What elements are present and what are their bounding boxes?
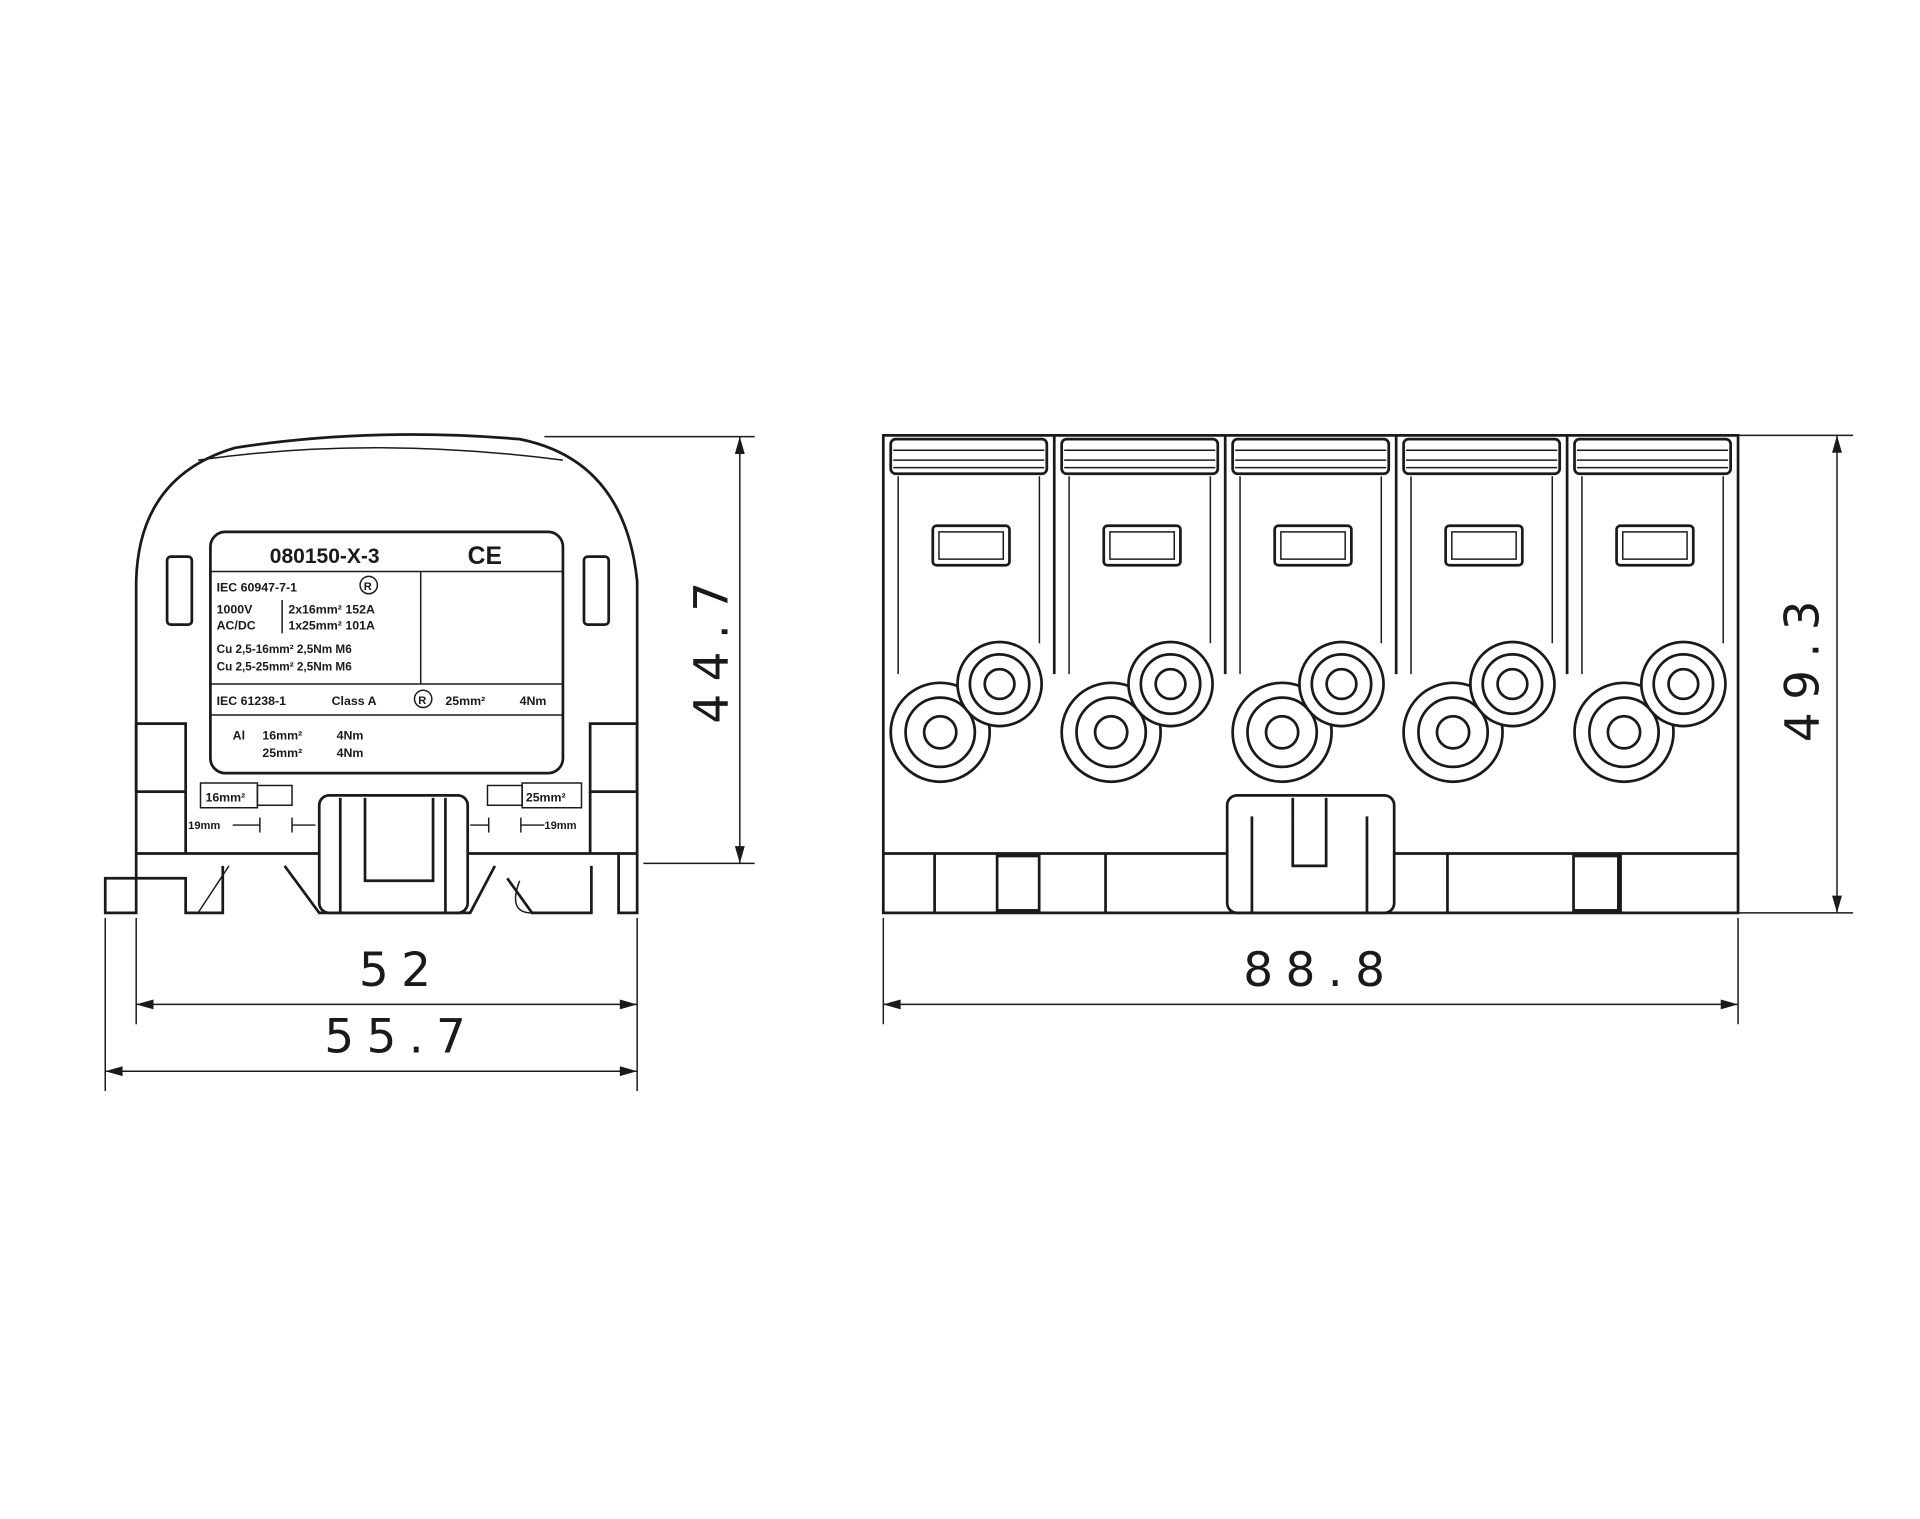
al-2-size: 25mm² xyxy=(262,746,302,760)
width-55-7-label: 55.7 xyxy=(324,1010,478,1065)
clamp-cap xyxy=(889,437,1049,476)
rating-2: 1x25mm² 101A xyxy=(288,619,375,633)
terminal-ring xyxy=(1417,696,1490,769)
terminal-ring xyxy=(1588,696,1661,769)
module-face xyxy=(1068,476,1212,675)
standard-1: IEC 60947-7-1 xyxy=(217,580,298,594)
terminal-ring xyxy=(1075,696,1148,769)
terminal-ring xyxy=(1246,696,1319,769)
screw-icon xyxy=(1667,667,1700,701)
height-49-3-label: 49.3 xyxy=(1775,588,1830,742)
length-88-8-label: 88.8 xyxy=(1243,943,1397,998)
al-label: Al xyxy=(233,729,245,743)
terminal-ring xyxy=(1139,652,1202,716)
cu-rating-1: Cu 2,5-16mm² 2,5Nm M6 xyxy=(217,643,353,656)
cap-ridges xyxy=(1064,449,1216,469)
cap-ridges xyxy=(1577,449,1729,469)
module-face xyxy=(897,476,1041,675)
terminal-ring xyxy=(904,696,977,769)
clamp-cap xyxy=(1573,437,1732,476)
class-torque: 4Nm xyxy=(520,694,547,708)
inspection-window-inner xyxy=(1451,531,1517,560)
screw-icon xyxy=(1435,714,1471,750)
terminal-ring xyxy=(1310,652,1373,716)
inspection-window xyxy=(1444,524,1524,567)
current-type: AC/DC xyxy=(217,619,256,633)
latch-left xyxy=(995,854,1041,912)
screw-icon xyxy=(1606,714,1642,750)
left-size-marker: 16mm² xyxy=(205,791,245,805)
inspection-window-inner xyxy=(1109,531,1175,560)
din-clip xyxy=(317,794,470,915)
front-body-outline xyxy=(134,433,639,792)
module-face xyxy=(1410,476,1554,675)
voltage: 1000V xyxy=(217,603,253,617)
cap-ridges xyxy=(1235,449,1387,469)
clamp-cap xyxy=(1060,437,1220,476)
screw-icon xyxy=(922,714,958,750)
inspection-window-inner xyxy=(1622,531,1688,560)
latch-right xyxy=(1572,854,1622,912)
al-1-torque: 4Nm xyxy=(337,729,364,743)
clamp-cap xyxy=(1402,437,1562,476)
ce-mark: CE xyxy=(468,543,502,570)
cap-ridges xyxy=(893,449,1045,469)
part-number: 080150-X-3 xyxy=(270,545,380,568)
width-52-label: 52 xyxy=(359,943,444,998)
inspection-window-inner xyxy=(1280,531,1346,560)
screw-icon xyxy=(1264,714,1300,750)
al-1-size: 16mm² xyxy=(262,729,302,743)
front-dimensions: 44.7 52 55.7 xyxy=(104,435,755,1092)
cu-rating-2: Cu 2,5-25mm² 2,5Nm M6 xyxy=(217,660,353,673)
clamp-cap xyxy=(1231,437,1391,476)
standard-2: IEC 61238-1 xyxy=(217,694,287,708)
inspection-window xyxy=(931,524,1011,567)
inspection-window xyxy=(1273,524,1353,567)
module-face xyxy=(1239,476,1383,675)
right-size-marker: 25mm² xyxy=(526,791,566,805)
height-44-7-label: 44.7 xyxy=(684,569,739,723)
ur-mark: R xyxy=(364,581,372,593)
screw-icon xyxy=(983,667,1016,701)
rating-label-plate xyxy=(209,530,565,775)
class: Class A xyxy=(332,694,377,708)
screw-icon xyxy=(1093,714,1129,750)
front-view: 080150-X-3 CE IEC 60947-7-1 R 1000V AC/D… xyxy=(103,433,639,915)
screw-icon xyxy=(1496,667,1529,701)
side-view xyxy=(881,434,1740,915)
inspection-window xyxy=(1102,524,1182,567)
screw-icon xyxy=(1325,667,1358,701)
left-slot xyxy=(165,555,194,627)
left-strip-length: 19mm xyxy=(188,820,220,832)
module-face xyxy=(1581,476,1724,675)
inspection-window xyxy=(1615,524,1695,567)
screw-icon xyxy=(1154,667,1187,701)
side-dimensions: 49.3 88.8 xyxy=(882,434,1854,1025)
class-rating: 25mm² xyxy=(445,694,485,708)
inspection-window-inner xyxy=(938,531,1005,560)
al-2-torque: 4Nm xyxy=(337,746,364,760)
din-clip-side xyxy=(1225,794,1396,915)
rating-1: 2x16mm² 152A xyxy=(288,603,375,617)
ur-mark-2: R xyxy=(418,695,426,707)
right-slot xyxy=(582,555,611,627)
cap-ridges xyxy=(1406,449,1558,469)
din-clip-detail xyxy=(1250,797,1369,913)
right-strip-length: 19mm xyxy=(544,820,576,832)
terminal-ring xyxy=(1481,652,1544,716)
terminal-ring xyxy=(968,652,1031,716)
terminal-ring xyxy=(1652,652,1715,716)
